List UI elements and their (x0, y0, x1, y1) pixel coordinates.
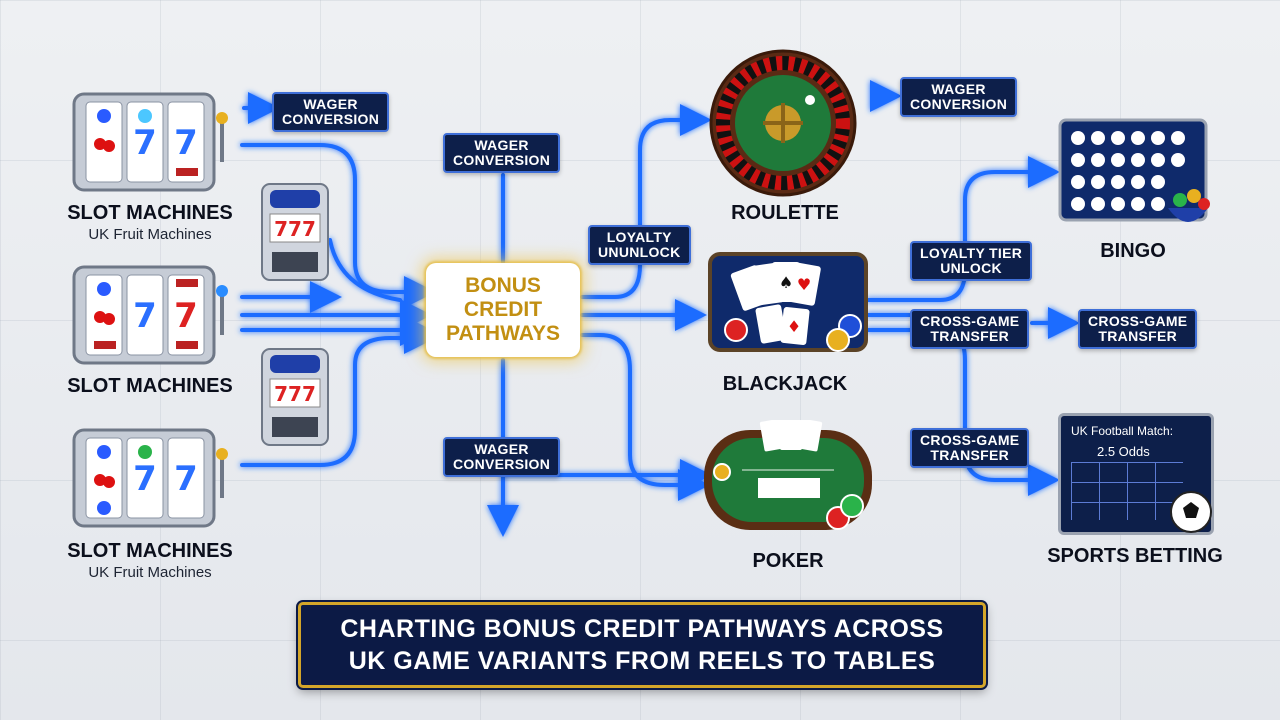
slot-machine-3: 7 7 (72, 428, 238, 533)
svg-text:7: 7 (174, 123, 198, 163)
tag-loyalty-left: LOYALTY UNUNLOCK (588, 225, 691, 265)
svg-text:7: 7 (133, 296, 157, 336)
blackjack-table: ♠ ♥ ♦ (708, 252, 868, 367)
svg-text:7: 7 (133, 459, 157, 499)
mini-slot-cabinet-2: 777 (258, 345, 334, 454)
roulette-label: ROULETTE (700, 202, 870, 225)
football-icon (1169, 490, 1213, 534)
slot-label-3: SLOT MACHINES (60, 540, 240, 563)
svg-text:7: 7 (133, 123, 157, 163)
title-banner: CHARTING BONUS CREDIT PATHWAYS ACROSS UK… (298, 602, 986, 688)
bingo-board (1058, 118, 1218, 243)
tag-hub-upper-wager: WAGER CONVERSION (443, 133, 560, 173)
tag-hub-lower-wager: WAGER CONVERSION (443, 437, 560, 477)
svg-text:♠: ♠ (779, 273, 793, 292)
tag-roulette-wager: WAGER CONVERSION (900, 77, 1017, 117)
svg-text:♦: ♦ (787, 317, 801, 336)
svg-text:777: 777 (274, 382, 316, 406)
slot-machine-1: 7 7 (72, 92, 238, 197)
svg-text:♥: ♥ (797, 275, 811, 294)
poker-label: POKER (702, 550, 874, 573)
sports-betting-label: SPORTS BETTING (1040, 545, 1230, 568)
tag-cross-mid: CROSS-GAME TRANSFER (910, 309, 1029, 349)
slot-label-1: SLOT MACHINES (60, 202, 240, 225)
tag-cross-low: CROSS-GAME TRANSFER (910, 428, 1029, 468)
roulette-wheel (708, 48, 858, 203)
sports-odds-grid (1071, 462, 1183, 520)
blackjack-label: BLACKJACK (700, 373, 870, 396)
slot-sublabel-3: UK Fruit Machines (60, 564, 240, 581)
bonus-credit-hub: BONUS CREDIT PATHWAYS (426, 263, 580, 357)
tag-cross-right: CROSS-GAME TRANSFER (1078, 309, 1197, 349)
svg-text:7: 7 (174, 296, 198, 336)
sports-panel-title: UK Football Match: (1071, 424, 1211, 438)
flow-hub-poker (582, 335, 698, 485)
sports-betting-panel: UK Football Match: 2.5 Odds (1058, 413, 1214, 535)
sports-panel-odds: 2.5 Odds (1097, 444, 1211, 459)
slot-label-2: SLOT MACHINES (60, 375, 240, 398)
bingo-label: BINGO (1058, 240, 1208, 263)
svg-text:7: 7 (174, 459, 198, 499)
tag-loyalty-tier: LOYALTY TIER UNLOCK (910, 241, 1032, 281)
slot-machine-2: 7 7 (72, 265, 238, 370)
svg-text:777: 777 (274, 217, 316, 241)
tag-slots-wager: WAGER CONVERSION (272, 92, 389, 132)
flow-hub-roulette (582, 120, 700, 297)
mini-slot-cabinet-1: 777 (258, 180, 334, 289)
poker-table (702, 420, 874, 549)
slot-sublabel-1: UK Fruit Machines (60, 226, 240, 243)
